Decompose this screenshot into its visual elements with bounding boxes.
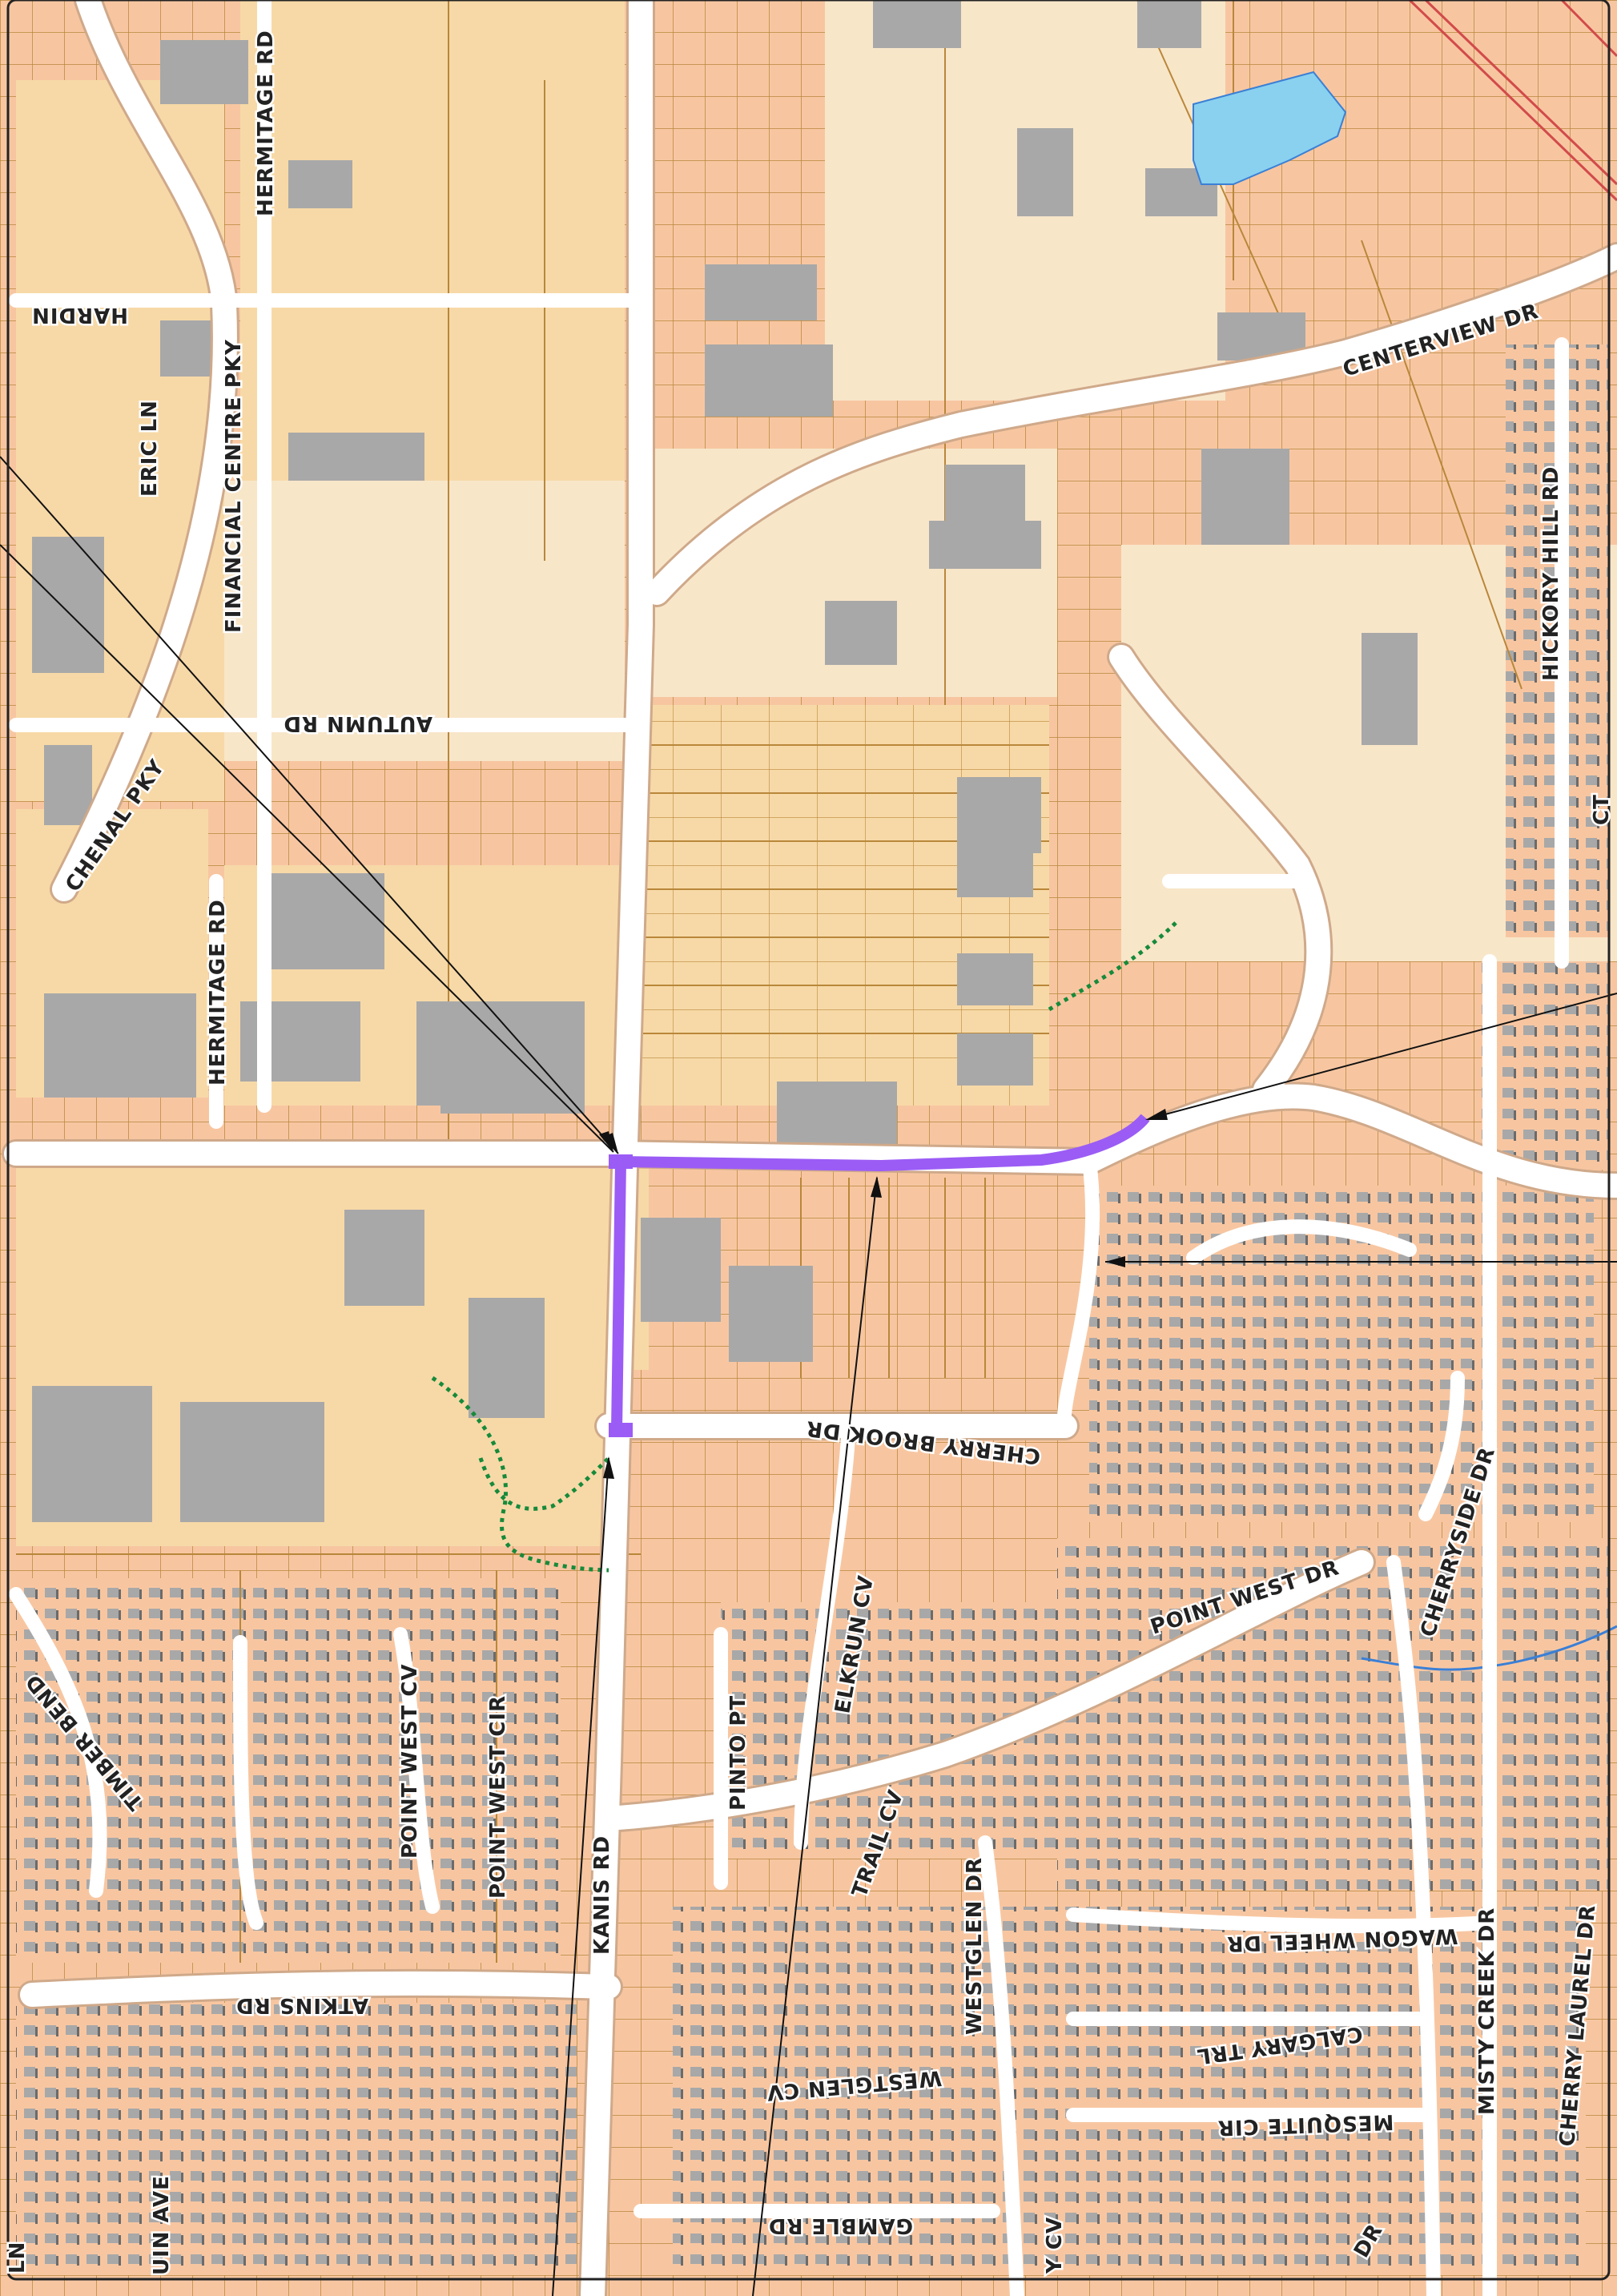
callout-leaders	[0, 456, 1617, 2296]
label-pinto-pt: PINTO PT	[726, 1695, 750, 1811]
label-ln-edge: LN	[6, 2242, 30, 2274]
label-uin-ave: UIN AVE	[150, 2175, 174, 2275]
label-atkins-rd: ATKINS RD	[235, 1993, 368, 2017]
map-border	[6, 0, 1611, 2281]
label-eric-ln: ERIC LN	[138, 400, 162, 497]
residential-blocks	[16, 344, 1610, 2275]
label-gamble-rd: GAMBLE RD	[768, 2213, 913, 2238]
label-ct: CT	[1590, 794, 1614, 825]
label-point-west-cir: POINT WEST CIR	[486, 1695, 510, 1899]
label-westglen-dr: WESTGLEN DR	[963, 1857, 987, 2035]
commercial-areas	[16, 0, 1617, 1546]
label-y-cv: Y CV	[1043, 2217, 1067, 2274]
label-hermitage-rd-mid: HERMITAGE RD	[206, 899, 230, 1086]
label-financial-centre-pky: FINANCIAL CENTRE PKY	[222, 339, 246, 633]
pond	[1193, 70, 1347, 185]
label-point-west-cv: POINT WEST CV	[398, 1663, 422, 1859]
label-hermitage-rd-top: HERMITAGE RD	[254, 30, 278, 216]
label-kanis-rd: KANIS RD	[590, 1835, 614, 1955]
label-misty-creek-dr: MISTY CREEK DR	[1475, 1907, 1499, 2115]
label-autumn-rd: AUTUMN RD	[283, 711, 432, 735]
highlighted-route[interactable]	[609, 1114, 1150, 1437]
label-hardin: HARDIN	[31, 303, 128, 327]
trails	[431, 920, 1179, 1573]
callout-arrowheads	[599, 1109, 1168, 1479]
label-hickory-hill-rd: HICKORY HILL RD	[1539, 466, 1563, 681]
